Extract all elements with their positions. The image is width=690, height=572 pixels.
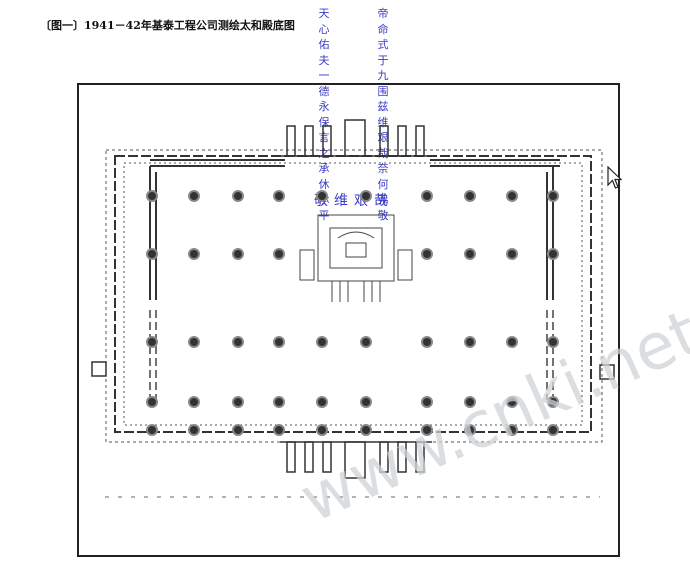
- column-3-8: [506, 396, 518, 408]
- side-ramp-right: [599, 364, 615, 380]
- column-1-8: [506, 248, 518, 260]
- column-0-2: [232, 190, 244, 202]
- column-0-6: [421, 190, 433, 202]
- drawing-frame: [77, 83, 620, 557]
- column-0-7: [464, 190, 476, 202]
- side-ramp-left: [91, 361, 107, 377]
- front-wall-left: [150, 159, 285, 167]
- column-4-8: [506, 424, 518, 436]
- column-4-5: [360, 424, 372, 436]
- column-3-1: [188, 396, 200, 408]
- side-wall-right: [546, 166, 554, 300]
- column-0-0: [146, 190, 158, 202]
- platform-outline: [105, 149, 603, 443]
- column-0-3: [273, 190, 285, 202]
- column-3-9: [547, 396, 559, 408]
- front-wall-right: [430, 159, 560, 167]
- throne-platform: [299, 214, 413, 302]
- column-1-3: [273, 248, 285, 260]
- column-4-1: [188, 424, 200, 436]
- column-4-7: [464, 424, 476, 436]
- column-grid: [146, 190, 559, 436]
- column-4-9: [547, 424, 559, 436]
- column-2-9: [547, 336, 559, 348]
- rear-steps: [280, 441, 432, 479]
- column-3-0: [146, 396, 158, 408]
- column-4-0: [146, 424, 158, 436]
- column-1-9: [547, 248, 559, 260]
- front-steps: [280, 119, 432, 157]
- column-1-0: [146, 248, 158, 260]
- column-2-7: [464, 336, 476, 348]
- column-1-7: [464, 248, 476, 260]
- column-1-2: [232, 248, 244, 260]
- column-1-6: [421, 248, 433, 260]
- column-3-7: [464, 396, 476, 408]
- column-0-8: [506, 190, 518, 202]
- column-4-6: [421, 424, 433, 436]
- mouse-cursor-icon: [607, 166, 623, 189]
- column-2-5: [360, 336, 372, 348]
- column-4-2: [232, 424, 244, 436]
- figure-caption: 〔图一〕1941－42年基泰工程公司测绘太和殿底图: [40, 19, 295, 32]
- column-2-4: [316, 336, 328, 348]
- column-2-1: [188, 336, 200, 348]
- column-0-9: [547, 190, 559, 202]
- column-3-4: [316, 396, 328, 408]
- column-2-8: [506, 336, 518, 348]
- column-0-1: [188, 190, 200, 202]
- side-wall-left: [149, 166, 157, 300]
- column-4-4: [316, 424, 328, 436]
- column-2-6: [421, 336, 433, 348]
- column-3-6: [421, 396, 433, 408]
- column-1-1: [188, 248, 200, 260]
- column-4-3: [273, 424, 285, 436]
- column-3-5: [360, 396, 372, 408]
- column-2-0: [146, 336, 158, 348]
- side-corridor-left: [149, 310, 157, 400]
- column-3-3: [273, 396, 285, 408]
- side-corridor-right: [546, 310, 554, 400]
- column-0-5: [360, 190, 372, 202]
- column-3-2: [232, 396, 244, 408]
- column-2-3: [273, 336, 285, 348]
- column-2-2: [232, 336, 244, 348]
- column-0-4: [316, 190, 328, 202]
